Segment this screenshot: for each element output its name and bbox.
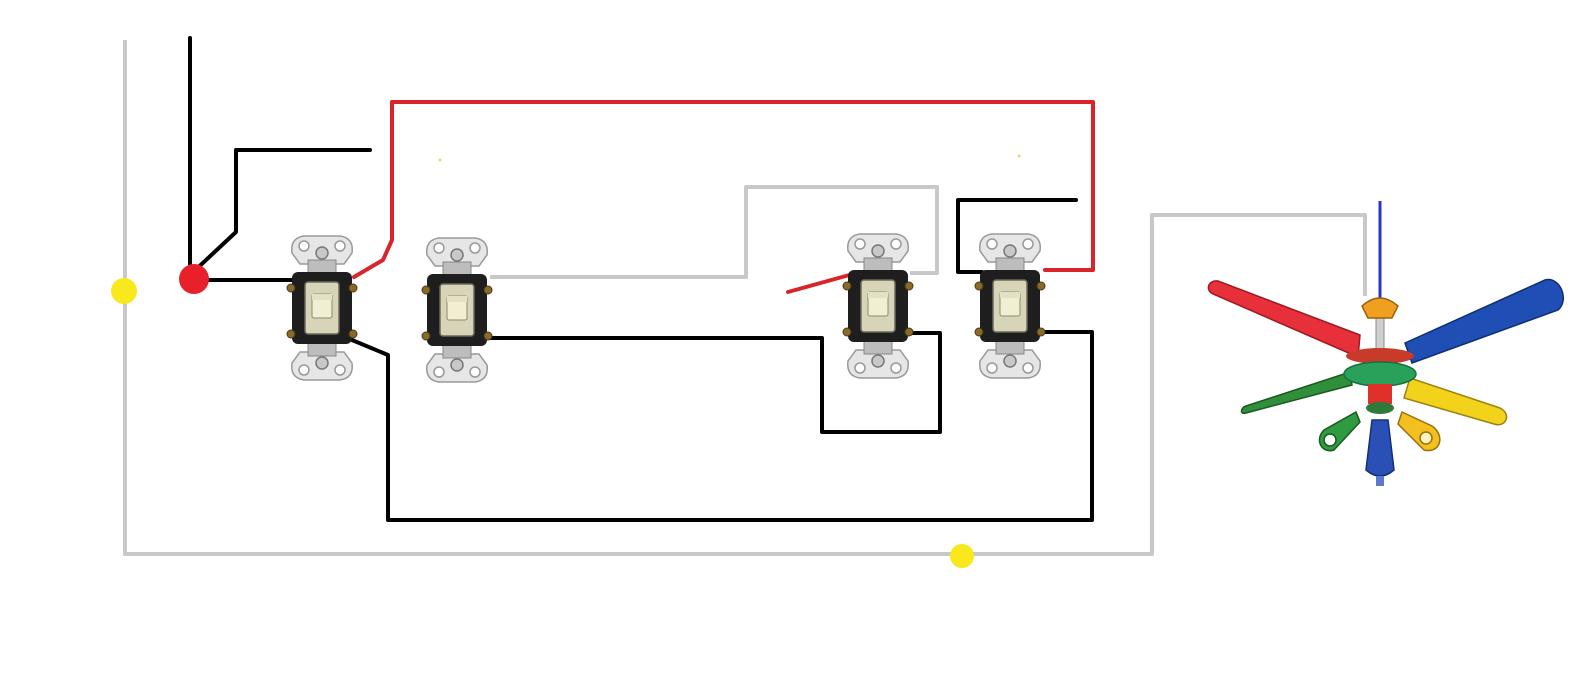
fan-switch-housing	[1343, 361, 1417, 387]
fan-light-blue	[1365, 419, 1395, 477]
fan-canopy	[1361, 297, 1399, 319]
neutral-splice-bottom	[950, 544, 974, 568]
fan-motor-top	[1346, 348, 1414, 364]
fan-light-yellow	[1397, 410, 1441, 452]
fleck	[1017, 154, 1021, 158]
switch-3[interactable]	[842, 233, 914, 379]
switch-4[interactable]	[974, 233, 1046, 379]
fleck	[438, 158, 442, 162]
neutral-wire-main	[123, 40, 1367, 556]
fan-blade-green	[1240, 371, 1353, 415]
fan-blade-red	[1207, 280, 1361, 359]
ceiling-fan[interactable]	[1207, 278, 1564, 486]
fan-motor-band	[1368, 384, 1392, 404]
fan-blade-blue	[1404, 278, 1564, 364]
hot-wire-switch2-to-switch3	[486, 331, 942, 434]
traveler-wire-top-loop	[352, 100, 1095, 279]
neutral-wire-switch2-to-switch3	[490, 185, 939, 279]
hot-wire-switch4-to-fan	[956, 198, 1078, 274]
fan-light-hub	[1366, 402, 1394, 414]
switch-2[interactable]	[421, 237, 493, 383]
fan-blade-yellow	[1403, 377, 1508, 426]
hot-wire-switch1-bottom	[350, 330, 1094, 522]
traveler-wire-fan-loop	[786, 272, 855, 294]
power-source-node	[179, 264, 209, 294]
hot-wire-loop-top	[188, 148, 372, 277]
switch-1[interactable]	[286, 235, 358, 381]
fan-bulb-yellow	[1419, 431, 1433, 445]
fan-bulb-green	[1323, 433, 1337, 447]
traveler-wires	[352, 100, 1095, 294]
fan-light-blue-finial	[1376, 476, 1384, 486]
hot-wires	[188, 36, 1094, 522]
neutral-splice-left	[111, 278, 137, 304]
neutral-wires	[123, 40, 1367, 556]
